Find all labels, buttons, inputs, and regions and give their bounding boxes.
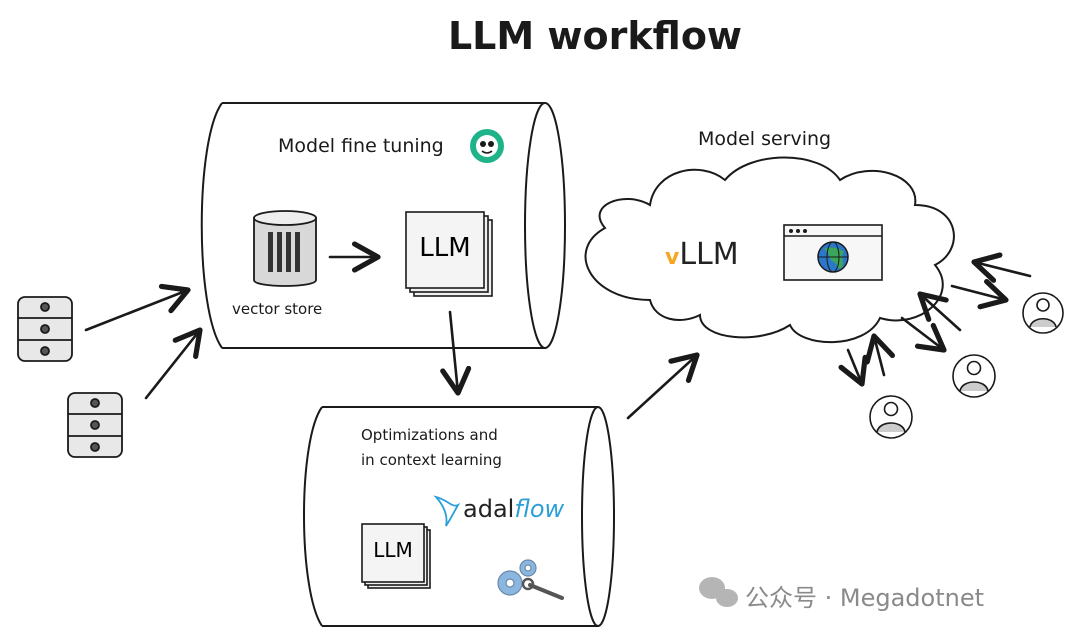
optimization-label-line2: in context learning — [361, 451, 502, 469]
arrow-user1-out — [950, 278, 1009, 310]
wechat-icon — [699, 577, 738, 607]
arrows — [84, 241, 1032, 420]
vector-store-icon — [253, 210, 317, 287]
vllm-logo-prefix: v — [665, 245, 680, 270]
serving-cloud — [584, 156, 955, 344]
globe-icon — [817, 241, 849, 273]
watermark-text: 公众号 · Megadotnet — [745, 584, 985, 612]
arrow-user1-in — [971, 252, 1032, 283]
arrow-user2-out — [900, 316, 947, 353]
arrow-user2-in — [917, 291, 962, 332]
serving-label: Model serving — [698, 128, 832, 150]
arrow-user3-out — [838, 348, 868, 387]
fine-tuning-cylinder — [200, 102, 566, 349]
arrow-user3-in — [864, 333, 896, 377]
database-icon — [67, 392, 123, 458]
user-icon — [1022, 292, 1064, 334]
sloth-logo-icon — [470, 129, 504, 163]
adalflow-logo-suffix: flow — [514, 495, 565, 523]
vllm-logo-suffix: LLM — [679, 237, 739, 272]
user-icon — [869, 395, 913, 439]
database-icon — [17, 296, 73, 362]
gears-icon — [497, 559, 564, 600]
llm-label-optimization: LLM — [373, 538, 413, 562]
arrow-db1-to-finetune — [84, 283, 191, 332]
user-icon — [952, 354, 996, 398]
arrow-db2-to-finetune — [144, 327, 203, 400]
vllm-logo: vLLM — [665, 237, 739, 272]
llm-stack-optimization — [361, 523, 431, 589]
llm-label-fine-tuning: LLM — [419, 233, 471, 263]
vector-store-label: vector store — [232, 300, 323, 318]
adalflow-logo: adalflow — [463, 495, 564, 523]
fine-tuning-label: Model fine tuning — [278, 135, 444, 157]
llm-stack-fine-tuning — [405, 211, 493, 297]
arrow-finetune-to-optimization — [440, 310, 472, 396]
optimization-cylinder — [303, 406, 615, 627]
optimization-label-line1: Optimizations and — [361, 426, 498, 444]
adalflow-logo-prefix: adal — [463, 495, 515, 523]
hummingbird-icon — [433, 495, 461, 527]
diagram-title: LLM workflow — [447, 14, 743, 58]
arrow-optimization-to-serving — [626, 352, 700, 420]
